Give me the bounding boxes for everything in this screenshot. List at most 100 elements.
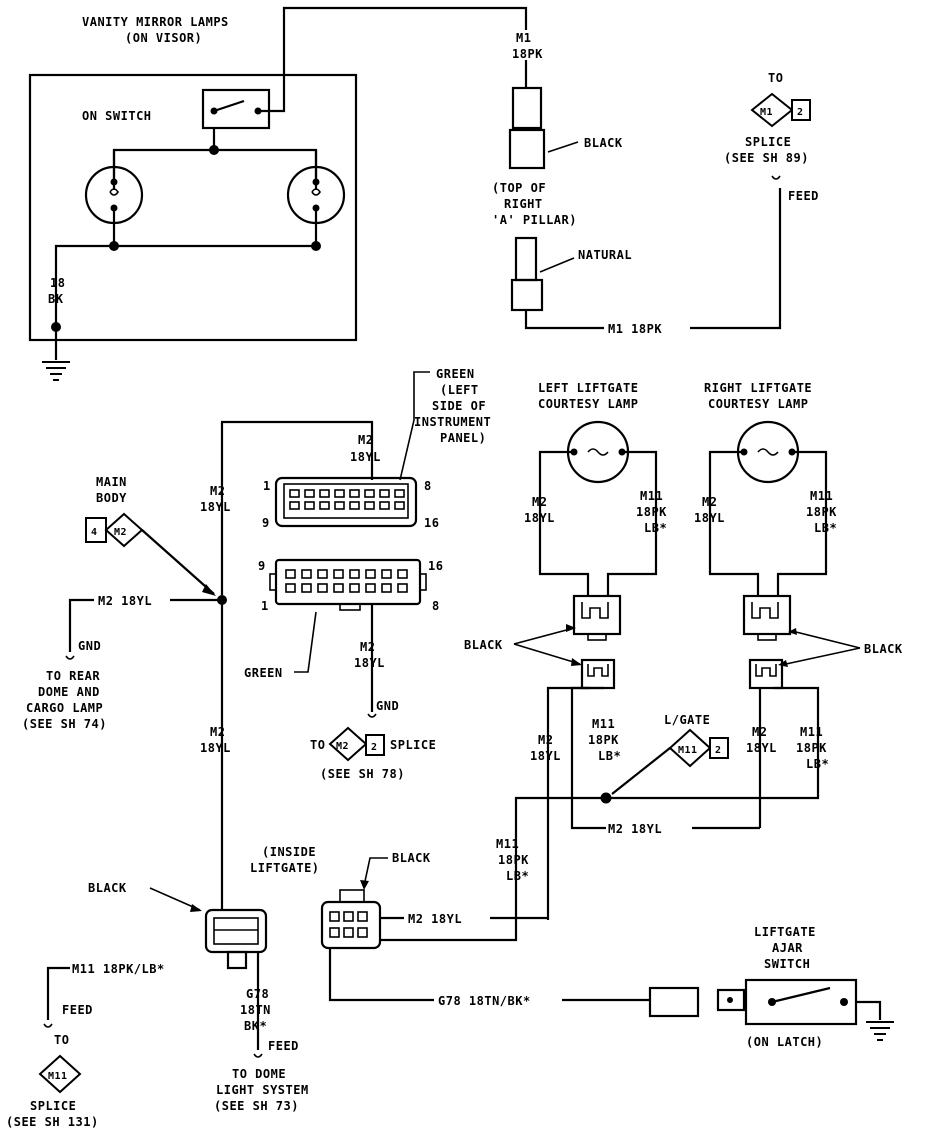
green-leader-bottom [294,611,317,673]
lower-left-black: BLACK [88,881,127,895]
black-conn-leader [363,857,388,887]
left-lamp-connector [572,594,622,636]
left-lamp-title-2: COURTESY LAMP [538,397,638,411]
ip-pin-9: 9 [262,516,270,530]
ajar-label-2: AJAR [772,941,803,955]
left-lamp-connector-key [587,633,607,641]
splice-top-break [771,175,781,180]
splice-top-id: M1 [760,107,773,118]
black-right-arrow-1 [788,628,797,635]
lower-left-feed2-break [253,1053,263,1058]
left-lamp-lower-r-gauge: 18PK [588,733,619,747]
ip-mate-wire-gauge: 18YL [354,656,385,670]
lower-left-g78: G78 [246,987,269,1001]
pillar-black-label: BLACK [584,136,623,150]
left-lamp-filament [587,448,609,456]
connector-pin [397,583,408,593]
right-lamp-lower-l-circuit: M2 [752,725,767,739]
splice-top-feed: FEED [788,189,819,203]
ajar-switch-arm [771,986,831,1004]
connector-pin [289,501,300,510]
ip-wire-circuit: M2 [358,433,373,447]
main-gnd-break [65,655,75,660]
ip-color-1: GREEN [436,367,475,381]
connector-pin [365,583,376,593]
inside-liftgate-2: LIFTGATE) [250,861,320,875]
wire-lamp-top-bus [112,148,318,190]
main-wire-down-gauge: 18YL [200,500,231,514]
ajar-label-1: LIFTGATE [754,925,816,939]
wire-right-lamp-m11 [776,450,828,596]
lgate-m11-color: LB* [506,869,529,883]
liftgate-black-conn: BLACK [392,851,431,865]
ip-pin-1: 1 [263,479,271,493]
splice-top-id-2: 2 [797,107,804,118]
lower-left-g78-gauge: 18TN [240,1003,271,1017]
vanity-subtitle: (ON VISOR) [125,31,202,45]
g78-label-bg [434,992,562,1008]
liftgate-left-connector-inner [213,917,259,945]
main-body-label-1: MAIN [96,475,127,489]
connector-pin [379,489,390,498]
splice-m2-to: TO [310,738,325,752]
left-lamp-wire-r-color: LB* [644,521,667,535]
main-gnd-label: GND [78,639,101,653]
left-lamp-lower-l-gauge: 18YL [530,749,561,763]
left-lamp-section: LEFT LIFTGATE COURTESY LAMP M2 18YL M11 … [524,381,760,920]
pillar-mate-connector-top [514,236,538,282]
wire-m2-to-ip [220,420,374,595]
lower-left-g78-color: BK* [244,1019,267,1033]
connector-pin [304,501,315,510]
main-body-arrow [202,584,216,596]
black-right-leader-2 [785,647,861,665]
connector-pin [285,569,296,579]
right-lamp-mate-inner [755,664,777,677]
wire-lgate-to-splice [611,747,671,795]
wire-left-lamp-m2 [538,450,590,596]
right-lamp-wire-l-gauge: 18YL [694,511,725,525]
left-lamp-wire-l-gauge: 18YL [524,511,555,525]
main-to-4: (SEE SH 74) [22,717,107,731]
black-left-arrow-1 [566,624,576,632]
wire-left-lamp-m2-down [546,686,590,920]
lgate-splice-id: M11 [678,745,698,756]
vanity-mirror-section: VANITY MIRROR LAMPS (ON VISOR) ON SWITCH… [28,6,528,381]
lower-left-to-dome-1: TO DOME [232,1067,286,1081]
left-lamp-lower-r-color: LB* [598,749,621,763]
ip-mate-connector-body [274,558,422,606]
ip-gnd-label: GND [376,699,399,713]
pillar-connector-body [508,128,546,170]
wire-m1-to-splice [524,188,782,330]
lgate-bottom-wire: M2 18YL [608,822,662,836]
lower-left-splice-diamond [38,1054,82,1094]
connector-pin [334,489,345,498]
right-lamp-connector [742,594,792,636]
pillar-location-1: (TOP OF [492,181,546,195]
connector-pin [394,489,405,498]
wire-ground-bus [54,244,316,325]
splice-top-tab [791,99,811,121]
right-lamp-mate-connector [748,658,784,690]
liftgate-center-connector-tab [339,889,365,903]
splice-m2-tab [365,734,385,756]
liftgate-left-connector-key [226,950,248,970]
connector-pin [394,501,405,510]
lower-left-feed: FEED [62,1003,93,1017]
lgate-m11-circuit: M11 [496,837,519,851]
left-lamp-lower-r-circuit: M11 [592,717,615,731]
ground-icon [42,361,70,381]
ground-wire-color: BK [48,292,64,306]
ajar-plug [648,986,700,1018]
splice-top-section: TO M1 2 SPLICE (SEE SH 89) FEED [724,71,819,203]
right-lamp-title-1: RIGHT LIFTGATE [704,381,812,395]
ip-gnd-break [367,713,377,718]
ip-mate-key [339,603,361,611]
connector-pin [329,927,340,938]
ip-mate-pin-8: 8 [432,599,440,613]
bus-splice-bottom-right [311,241,321,251]
lower-left-feed2: FEED [268,1039,299,1053]
main-wire-left-label: M2 18YL [98,594,152,608]
connector-pin [289,489,300,498]
green-leader-top [399,371,430,481]
